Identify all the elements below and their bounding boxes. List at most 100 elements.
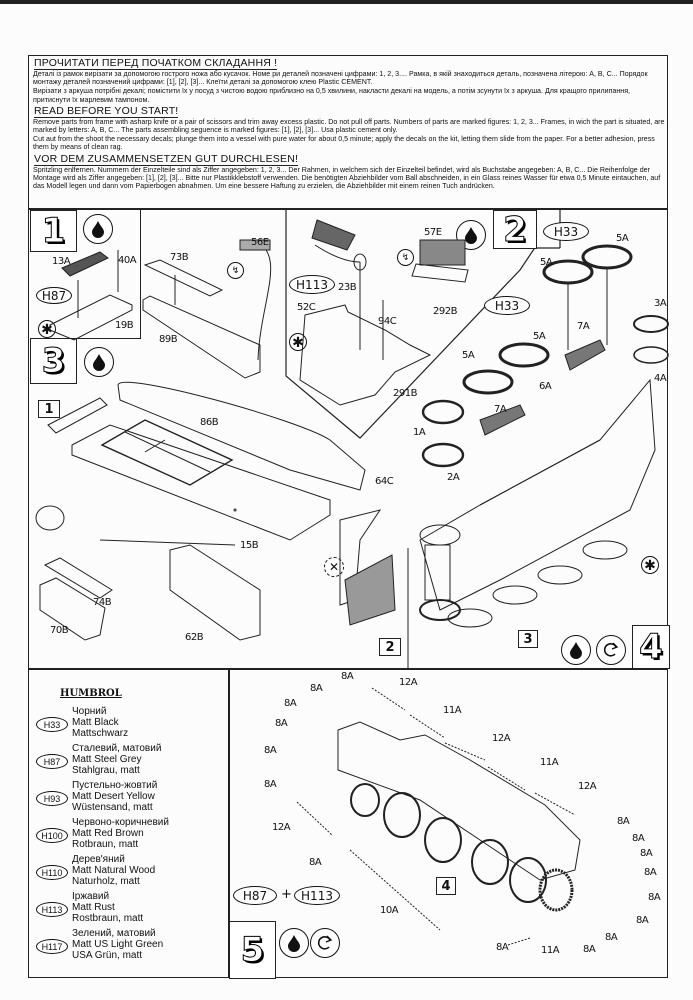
track-12a-label: 12A bbox=[578, 781, 597, 792]
paint-code-h87: H87 bbox=[233, 886, 277, 905]
part-label: 4A bbox=[654, 373, 667, 384]
paint-name-ua: Пустельно-жовтий bbox=[72, 780, 158, 791]
paint-code: H117 bbox=[36, 939, 68, 954]
track-10a-label: 10A bbox=[380, 905, 399, 916]
step-number-1: 1 bbox=[30, 210, 77, 252]
divider-middle bbox=[28, 668, 668, 670]
text-ukrainian-2: Вирізати з аркуша потрібні декалі; поміс… bbox=[33, 87, 631, 104]
top-edge-bar bbox=[0, 0, 693, 4]
track-link-label: 8A bbox=[309, 857, 322, 868]
paint-name-de: Stahlgrau, matt bbox=[72, 765, 140, 776]
track-link-label: 8A bbox=[264, 745, 277, 756]
part-label: 94C bbox=[378, 316, 397, 327]
part-label: 19B bbox=[115, 320, 134, 331]
part-label: 86B bbox=[200, 417, 219, 428]
sub-ref-step3: 3 bbox=[518, 630, 538, 648]
part-label: 56E bbox=[251, 237, 269, 248]
step-number-5: 5 bbox=[229, 921, 276, 979]
paint-code-h87: H87 bbox=[36, 287, 72, 304]
paint-names: Іржавий Matt Rust Rostbraun, matt bbox=[72, 891, 143, 924]
paint-name-en: Matt Red Brown bbox=[72, 828, 144, 839]
part-label: 89B bbox=[159, 334, 178, 345]
asterisk-option-icon: ✱ bbox=[641, 556, 659, 574]
no-glue-icon: ✕ bbox=[324, 557, 344, 577]
instructions-german: VOR DEM ZUSAMMENSETZEN GUT DURCHLESEN! S… bbox=[30, 153, 666, 191]
paint-name-ua: Зелений, матовий bbox=[72, 928, 156, 939]
part-label: 52C bbox=[297, 302, 316, 313]
part-label: 2A bbox=[447, 472, 460, 483]
paint-name-en: Matt Steel Grey bbox=[72, 754, 142, 765]
paint-code: H110 bbox=[36, 865, 68, 880]
track-link-label: 8A bbox=[636, 915, 649, 926]
paint-name-en: Matt Black bbox=[72, 717, 119, 728]
paint-entry: H117 Зелений, матовий Matt US Light Gree… bbox=[36, 928, 216, 964]
step1-panel bbox=[30, 210, 141, 339]
track-11a-label: 11A bbox=[540, 757, 559, 768]
paint-code: H113 bbox=[36, 902, 68, 917]
paint-entry: H87 Сталевий, матовий Matt Steel Grey St… bbox=[36, 743, 216, 779]
sub-ref-step2: 2 bbox=[379, 638, 401, 656]
paint-name-ua: Дерев'яний bbox=[72, 854, 125, 865]
track-link-label: 8A bbox=[284, 698, 297, 709]
instruction-sheet-frame bbox=[28, 55, 668, 978]
part-label: 5A bbox=[616, 233, 629, 244]
part-label: 74B bbox=[93, 597, 112, 608]
part-86b-15b-hull-drawing bbox=[35, 381, 396, 641]
tank-with-tracks-drawing bbox=[337, 721, 581, 912]
divider-legend bbox=[228, 668, 230, 978]
paint-code: H93 bbox=[36, 791, 68, 806]
glue-drop-icon bbox=[279, 928, 309, 958]
track-link-label: 8A bbox=[310, 683, 323, 694]
road-wheels-drawing bbox=[419, 244, 669, 628]
paint-code-h33: H33 bbox=[543, 222, 589, 241]
track-link-label: 8A bbox=[605, 932, 618, 943]
paint-name-de: Rotbraun, matt bbox=[72, 839, 139, 850]
paint-code-h113: H113 bbox=[289, 275, 335, 294]
track-11a-label: 11A bbox=[443, 705, 462, 716]
part-label: 57E bbox=[424, 227, 442, 238]
track-12a-label: 12A bbox=[272, 822, 291, 833]
paint-names: Червоно-коричневий Matt Red Brown Rotbra… bbox=[72, 817, 169, 850]
track-11a-label: 11A bbox=[541, 945, 560, 956]
part-label: 13A bbox=[52, 256, 71, 267]
part-label: 23B bbox=[338, 282, 357, 293]
paint-code: H33 bbox=[36, 717, 68, 732]
step-number-4: 4 bbox=[632, 625, 670, 669]
divider-top bbox=[28, 208, 668, 210]
part-label: 291B bbox=[393, 388, 417, 399]
track-link-label: 8A bbox=[648, 892, 661, 903]
part-19b-drawing bbox=[49, 250, 133, 341]
sub-ref-step4: 4 bbox=[436, 877, 456, 895]
paint-names: Дерев'яний Matt Natural Wood Naturholz, … bbox=[72, 854, 155, 887]
rotate-model-icon bbox=[596, 635, 626, 665]
paint-names: Пустельно-жовтий Matt Desert Yellow Wüst… bbox=[72, 780, 157, 813]
decal-cut-icon: ↯ bbox=[227, 262, 244, 279]
instructions-english: READ BEFORE YOU START! Remove parts from… bbox=[30, 105, 666, 152]
track-link-label: 8A bbox=[341, 671, 354, 682]
track-link-label: 8A bbox=[644, 867, 657, 878]
part-label: 7A bbox=[494, 404, 507, 415]
plus-sign: + bbox=[281, 887, 292, 902]
part-label: 15B bbox=[240, 540, 259, 551]
paint-name-de: Wüstensand, matt bbox=[72, 802, 153, 813]
paint-code: H100 bbox=[36, 828, 68, 843]
track-link-label: 8A bbox=[264, 779, 277, 790]
glue-drop-icon bbox=[456, 220, 486, 250]
part-label: 7A bbox=[577, 321, 590, 332]
track-link-label: 8A bbox=[617, 816, 630, 827]
part-label: 62B bbox=[185, 632, 204, 643]
part-label: 64C bbox=[375, 476, 394, 487]
part-52c-291b-drawing bbox=[299, 219, 469, 406]
paint-name-de: Rostbraun, matt bbox=[72, 913, 144, 924]
paint-entry: H100 Червоно-коричневий Matt Red Brown R… bbox=[36, 817, 216, 853]
decal-cut-icon: ↯ bbox=[397, 249, 414, 266]
part-label: 40A bbox=[118, 255, 137, 266]
step-number-3: 3 bbox=[30, 338, 77, 384]
paint-name-de: Mattschwarz bbox=[72, 728, 129, 739]
paint-name-en: Matt Rust bbox=[72, 902, 115, 913]
paint-name-de: Naturholz, matt bbox=[72, 876, 140, 887]
paint-entry: H113 Іржавий Matt Rust Rostbraun, matt bbox=[36, 891, 216, 927]
part-label: 6A bbox=[539, 381, 552, 392]
rotate-model-icon bbox=[310, 928, 340, 958]
